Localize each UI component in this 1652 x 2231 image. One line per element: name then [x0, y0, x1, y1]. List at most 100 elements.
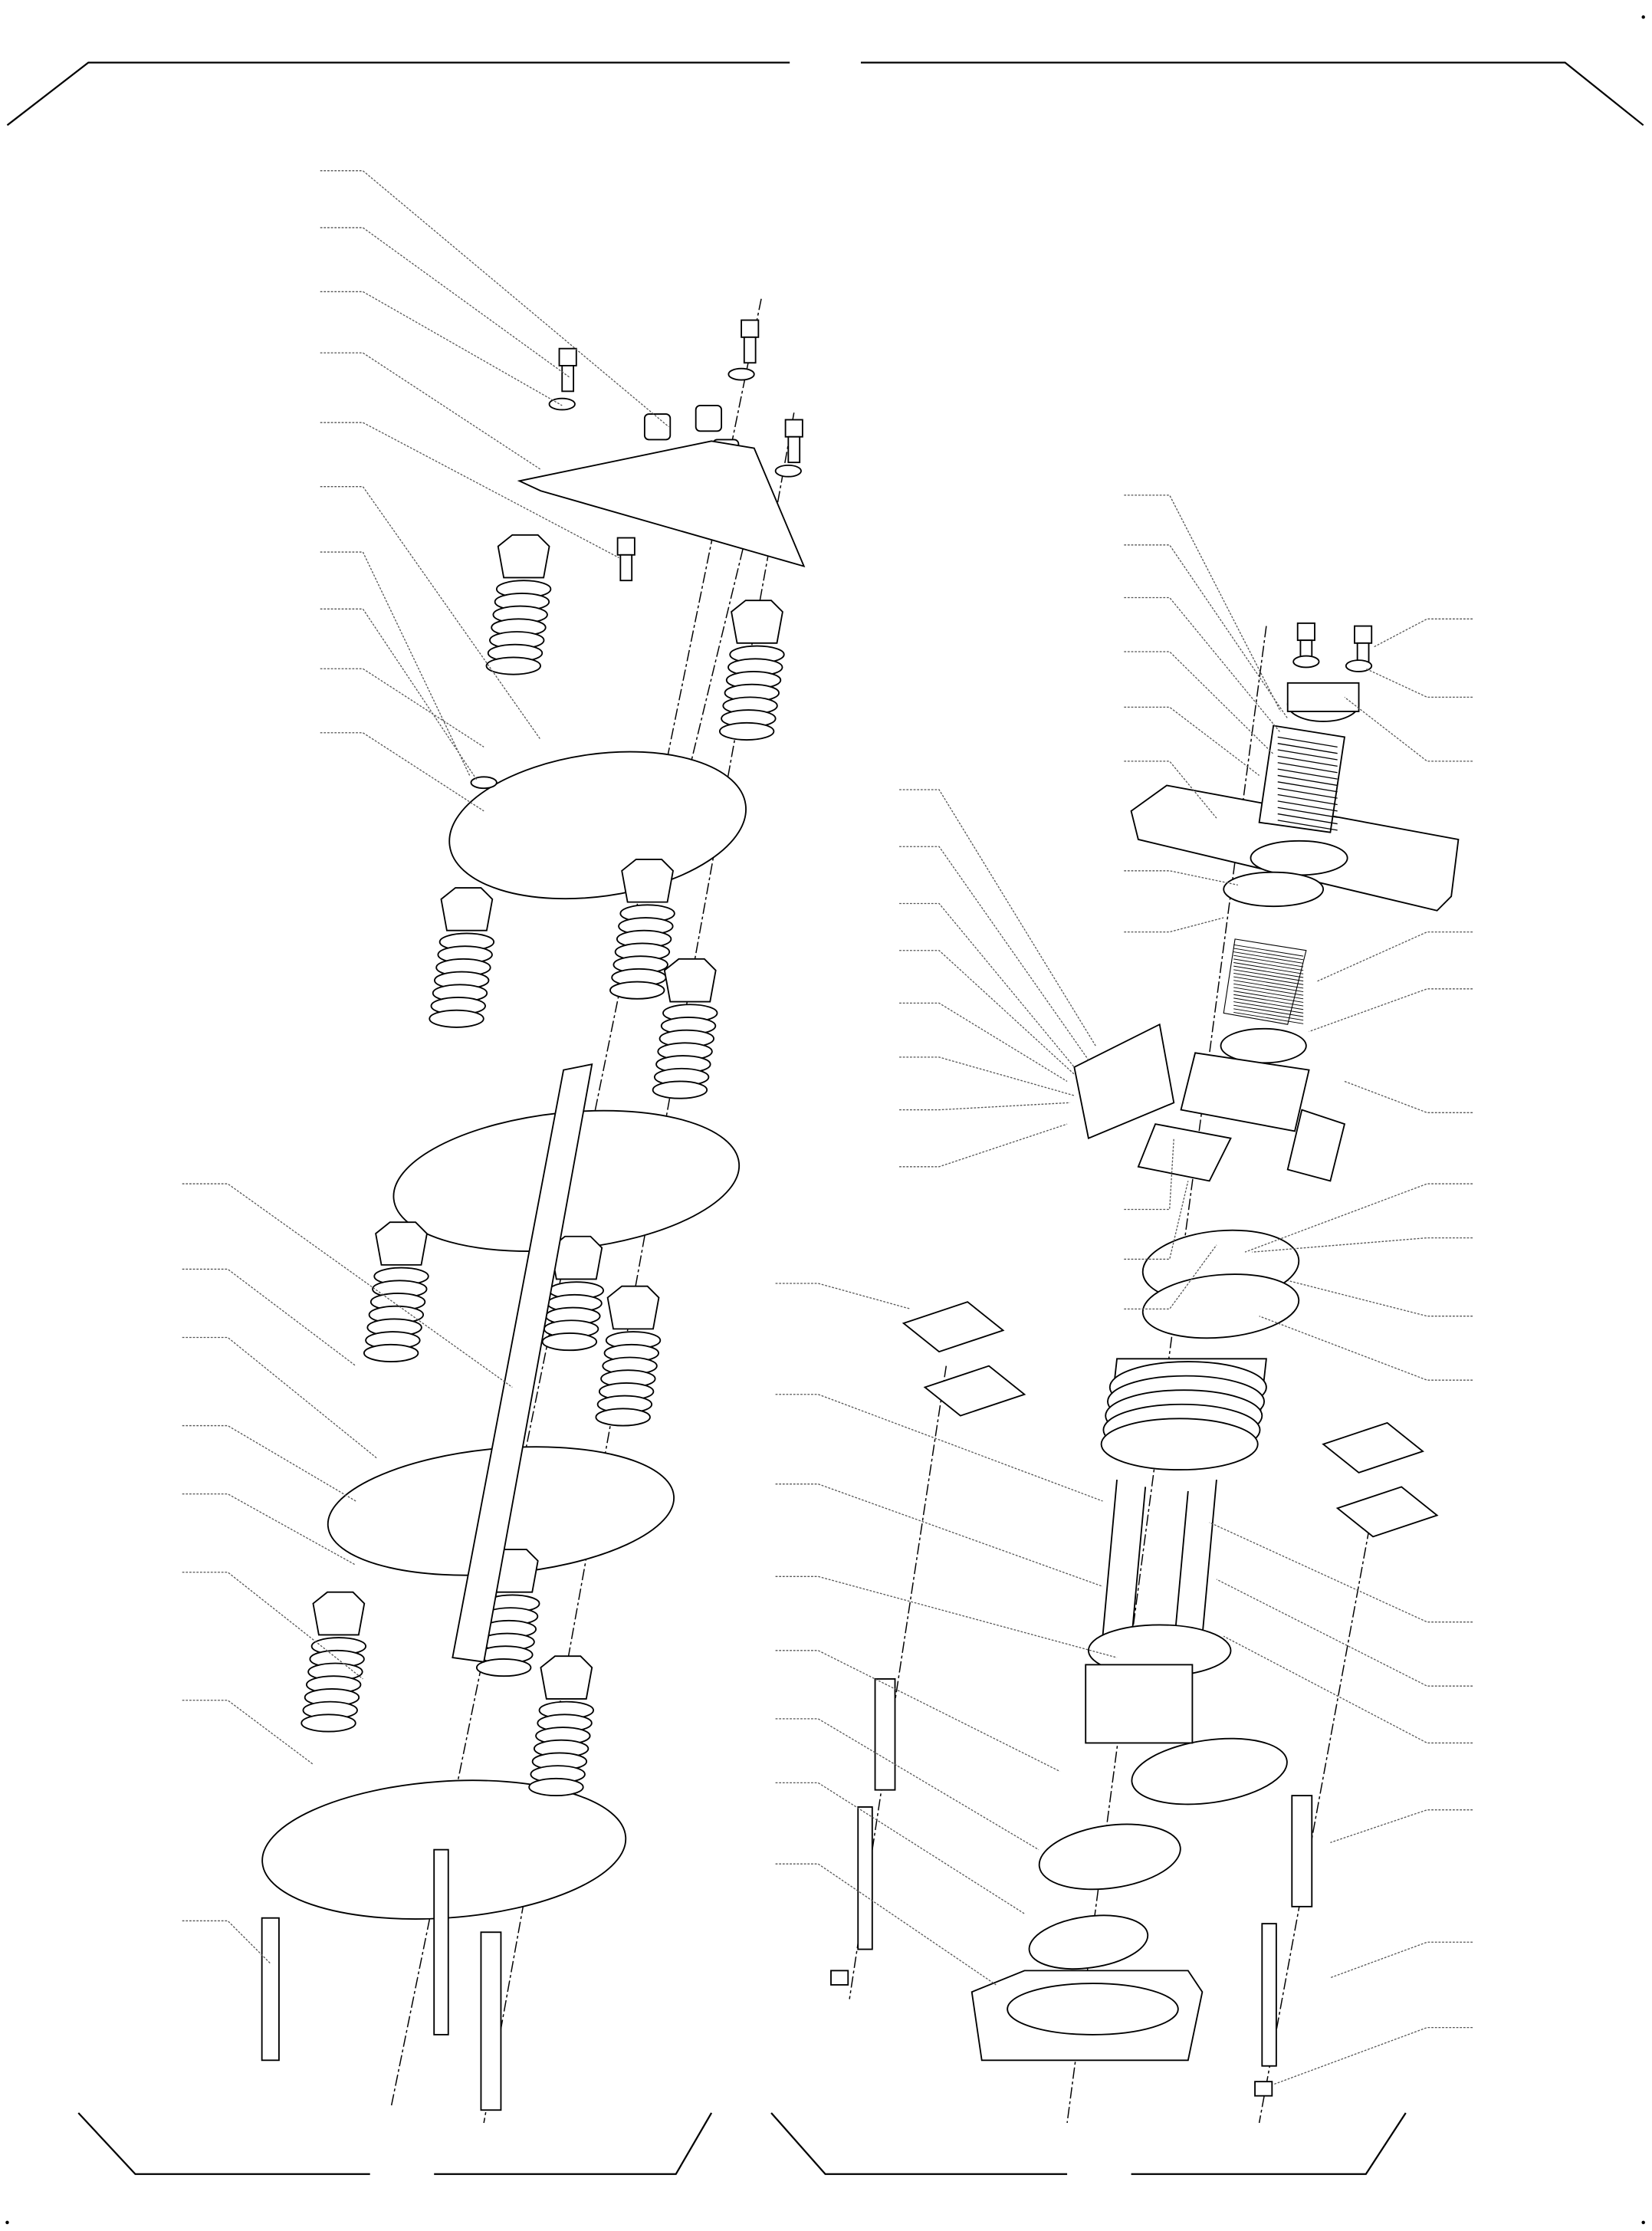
leader-line: [1124, 1244, 1217, 1310]
leader-line: [1273, 2026, 1473, 2085]
leader-line: [320, 668, 484, 748]
bolt-shank: [561, 365, 575, 393]
leader-line: [1244, 1183, 1473, 1253]
support-column: [1102, 1480, 1118, 1637]
corner-mark: [1641, 2220, 1645, 2225]
leader-line: [1259, 1316, 1473, 1381]
leader-line: [1209, 1522, 1473, 1623]
leader-line: [320, 352, 541, 470]
leader-line: [320, 170, 669, 428]
insulator-fin: [363, 1343, 419, 1362]
bushing: [1220, 1027, 1307, 1064]
thread-line: [1233, 980, 1304, 992]
nut: [695, 404, 723, 432]
leader-line: [775, 1283, 911, 1310]
leader-line: [775, 1484, 1103, 1587]
coil-winding: [1277, 820, 1338, 831]
washer: [470, 776, 498, 790]
corner-mark: [5, 2220, 9, 2225]
bolt-head: [616, 537, 636, 556]
hex-nut: [663, 958, 717, 1003]
insulator-fin: [528, 1777, 584, 1797]
bolt-head: [784, 419, 803, 438]
triangular-top-plate: [517, 440, 806, 568]
contact-arm: [1335, 1486, 1439, 1538]
spacer-rod: [1291, 1795, 1313, 1907]
leader-line: [1365, 668, 1473, 698]
insulator-fin: [718, 721, 775, 741]
leader-line: [1124, 596, 1281, 734]
leader-line: [899, 1002, 1068, 1083]
leader-line: [182, 1493, 356, 1566]
leader-line: [899, 902, 1075, 1068]
ring: [1131, 1737, 1288, 1806]
central-tube: [452, 1063, 593, 1663]
support-column: [1130, 1487, 1147, 1644]
spacer-rod: [480, 1931, 502, 2111]
leader-line: [775, 1863, 997, 1986]
contact-arm: [1322, 1421, 1424, 1474]
hex-nut: [1254, 2081, 1273, 2097]
plate-bore: [1250, 840, 1348, 876]
cap-body: [1286, 682, 1360, 712]
hex-nut: [731, 600, 783, 644]
leader-line: [1124, 544, 1289, 719]
insulator-fin: [301, 1714, 356, 1733]
thread-line: [1233, 972, 1304, 985]
leader-line: [899, 1123, 1068, 1168]
leader-line: [320, 608, 478, 780]
thread-line: [1233, 951, 1304, 964]
frame-corner-bottom-left: [77, 2112, 370, 2175]
thread-line: [1233, 1011, 1304, 1024]
contact-block: [1180, 1052, 1310, 1132]
base-sleeve: [1085, 1664, 1194, 1744]
seal-ring: [1223, 871, 1325, 908]
thread-line: [1233, 948, 1304, 961]
spacer-rod: [874, 1677, 896, 1791]
leader-line: [1223, 1635, 1473, 1744]
insulator-fin: [429, 1009, 484, 1028]
thread-line: [1233, 962, 1304, 974]
washer: [774, 464, 802, 478]
thread-line: [1233, 1008, 1304, 1021]
coil-winding: [1277, 794, 1338, 806]
leader-line: [1252, 1237, 1473, 1253]
coil-winding: [1277, 736, 1338, 748]
leader-line: [182, 1268, 356, 1367]
leader-line: [899, 1102, 1070, 1111]
leader-line: [182, 1700, 314, 1765]
leader-line: [775, 1394, 1103, 1502]
leader-line: [775, 1576, 1118, 1658]
hex-nut: [540, 1655, 593, 1700]
leader-line: [899, 789, 1096, 1046]
motor-unit: [1286, 1109, 1346, 1182]
hex-nut: [621, 859, 674, 903]
bolt-shank: [743, 336, 757, 364]
cylinder-rib: [1100, 1418, 1259, 1471]
leader-line: [775, 1718, 1039, 1851]
thread-line: [1233, 991, 1304, 1003]
insulator-fin: [541, 1332, 598, 1352]
coil-winding: [1277, 781, 1338, 793]
center-axis-line: [1258, 1508, 1374, 2124]
frame-corner-top-right: [860, 61, 1644, 127]
washer: [727, 367, 755, 381]
leader-line: [1124, 1138, 1174, 1211]
frame-corner-bottom-mid-right: [770, 2112, 1068, 2175]
relay-block: [1073, 1023, 1175, 1139]
leader-line: [899, 950, 1075, 1075]
leader-line: [182, 1572, 363, 1680]
leader-line: [1124, 917, 1224, 933]
leader-line: [1124, 1181, 1189, 1260]
coil-winding: [1277, 787, 1338, 799]
leader-line: [1124, 495, 1282, 712]
leader-line: [320, 551, 471, 776]
leader-line: [1124, 761, 1217, 819]
leader-line: [182, 1183, 513, 1388]
hex-nut: [550, 1235, 603, 1280]
hex-nut: [606, 1285, 660, 1330]
leader-line: [1287, 1280, 1473, 1317]
insulator-fin: [609, 981, 665, 1000]
leader-line: [320, 422, 619, 559]
coil-winding: [1277, 774, 1338, 787]
